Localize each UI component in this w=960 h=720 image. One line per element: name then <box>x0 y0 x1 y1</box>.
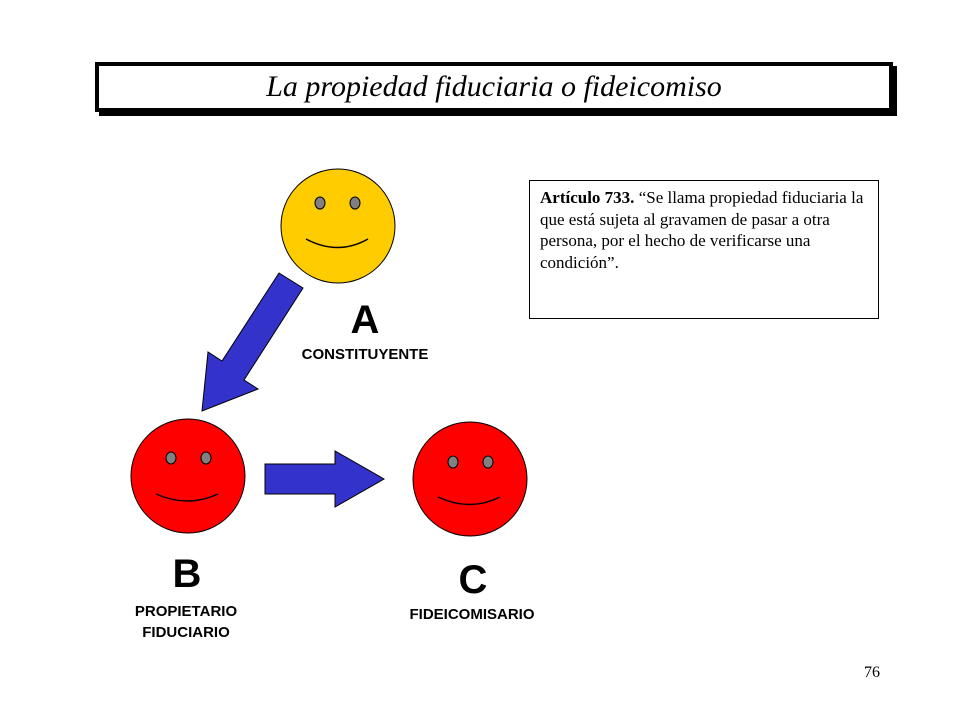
slide-title: La propiedad fiduciaria o fideicomiso <box>266 70 722 103</box>
node-b-role-line-1: PROPIETARIO <box>134 603 238 620</box>
face-c-right-eye <box>482 455 494 469</box>
arrow-a-to-b-icon <box>201 272 304 412</box>
node-a-letter: A <box>350 298 380 342</box>
arrow-b-to-c-icon <box>264 450 386 508</box>
face-a-head <box>280 168 396 284</box>
face-c-icon <box>412 421 528 537</box>
node-b-role: PROPIETARIO FIDUCIARIO <box>86 601 286 643</box>
node-a-role: CONSTITUYENTE <box>262 344 468 365</box>
node-c-role: FIDEICOMISARIO <box>372 604 572 625</box>
face-b-left-eye <box>165 451 177 465</box>
node-b-letter: B <box>172 552 202 596</box>
face-c-mouth <box>437 496 501 506</box>
face-a-mouth <box>305 238 369 249</box>
node-c-letter: C <box>458 558 488 602</box>
face-a-icon <box>280 168 396 284</box>
face-c-left-eye <box>447 455 459 469</box>
page-number: 76 <box>864 664 880 681</box>
article-heading: Artículo 733. <box>540 188 635 207</box>
face-c-head <box>412 421 528 537</box>
face-b-icon <box>130 418 246 534</box>
face-b-head <box>130 418 246 534</box>
face-b-right-eye <box>200 451 212 465</box>
article-text: “Se llama propiedad fiduciaria la que es… <box>540 188 864 272</box>
node-a-role-line: CONSTITUYENTE <box>301 346 429 363</box>
article-733-box: Artículo 733. “Se llama propiedad fiduci… <box>529 180 879 319</box>
face-a-right-eye <box>349 196 361 210</box>
face-a-left-eye <box>314 196 326 210</box>
face-b-mouth <box>155 493 219 502</box>
node-c-role-line: FIDEICOMISARIO <box>409 606 535 623</box>
node-b-role-line-2: FIDUCIARIO <box>142 624 230 641</box>
slide-title-box: La propiedad fiduciaria o fideicomiso <box>95 62 893 112</box>
